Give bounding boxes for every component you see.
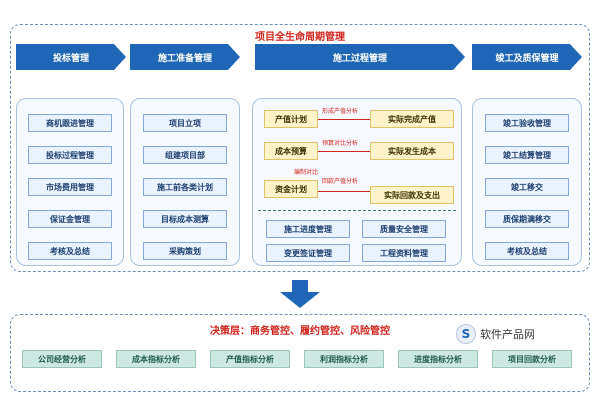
phase-bidding-label: 投标管理 [52,53,89,64]
phase-preparation: 施工准备管理 [130,44,240,70]
phase-process-label: 施工过程管理 [332,53,387,64]
decision-item: 成本指标分析 [116,350,196,368]
phase-process: 施工过程管理 [255,44,465,70]
bidding-item: 投标过程管理 [28,146,112,164]
lifecycle-panel [10,24,590,272]
preparation-item: 施工前各类计划 [143,178,227,196]
preparation-item: 项目立项 [143,114,227,132]
connector-output [318,119,370,120]
bidding-item: 商机跟进管理 [28,114,112,132]
brand-name: 软件产品网 [480,328,535,341]
connector-cost [318,151,370,152]
process-plan-fund: 资金计划 [264,180,318,198]
bidding-item: 市场费用管理 [28,178,112,196]
completion-item: 竣工结算管理 [485,146,569,164]
process-plan-cost: 成本预算 [264,142,318,160]
decision-item: 项目回款分析 [492,350,572,368]
note-payment-analysis: 回款产值分析 [322,178,359,185]
brand-logo-letter: S [461,327,471,341]
preparation-item: 采购策划 [143,242,227,260]
process-bottom-item: 变更签证管理 [266,244,350,262]
phase-preparation-label: 施工准备管理 [157,53,212,64]
preparation-item: 组建项目部 [143,146,227,164]
process-divider [258,210,456,211]
completion-item: 考核及总结 [485,242,569,260]
note-plan-compare: 编制对比 [294,169,319,176]
preparation-item: 目标成本测算 [143,210,227,228]
note-budget-analysis: 预算对比分析 [322,140,359,147]
process-plan-output: 产值计划 [264,110,318,128]
bidding-item: 考核及总结 [28,242,112,260]
bidding-item: 保证金管理 [28,210,112,228]
connector-fund [318,191,370,192]
completion-item: 竣工验收管理 [485,114,569,132]
page-title: 项目全生命周期管理 [255,32,345,43]
down-arrow-icon [280,280,320,308]
decision-item: 利润指标分析 [304,350,384,368]
completion-item: 质保期满移交 [485,210,569,228]
decision-panel [10,314,590,392]
process-bottom-item: 质量安全管理 [362,220,446,238]
brand-logo: S [456,324,476,344]
phase-completion: 竣工及质保管理 [472,44,582,70]
phase-bidding: 投标管理 [16,44,126,70]
decision-title: 决策层：商务管控、履约管控、风险管控 [210,326,390,337]
process-bottom-item: 施工进度管理 [266,220,350,238]
process-actual-output: 实际完成产值 [370,110,454,128]
process-actual-cost: 实际发生成本 [370,142,454,160]
process-actual-payment: 实际回款及支出 [370,186,454,204]
decision-item: 进度指标分析 [398,350,478,368]
completion-item: 竣工移交 [485,178,569,196]
decision-item: 产值指标分析 [210,350,290,368]
process-bottom-item: 工程资料管理 [362,244,446,262]
note-output-analysis: 形成产值分析 [322,108,359,115]
decision-item: 公司经营分析 [22,350,102,368]
phase-completion-label: 竣工及质保管理 [495,53,559,64]
